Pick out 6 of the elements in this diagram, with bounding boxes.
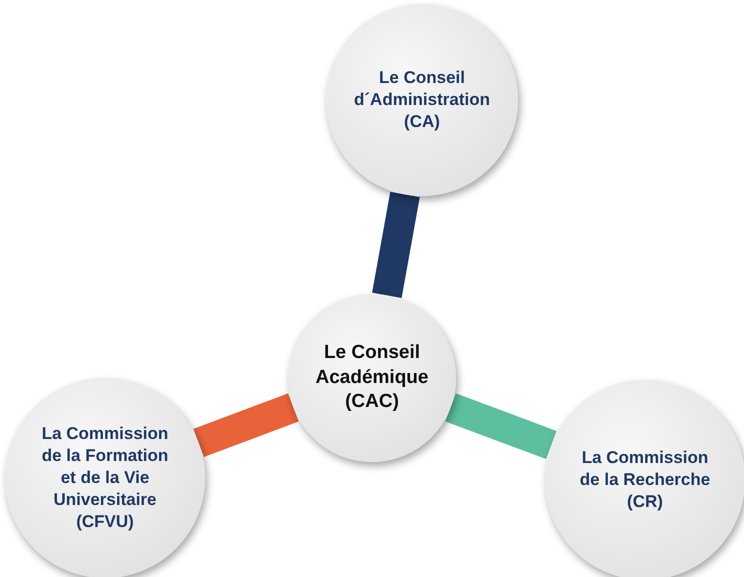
node-label: Le Conseil Académique (CAC) [314,340,430,414]
node-label: Le Conseil d´Administration (CA) [353,66,491,134]
node-label: La Commission de la Recherche (CR) [578,446,712,514]
connector-band [193,393,299,457]
node-label: La Commission de la Formation et de la Vie Universitaire (CFVU) [40,422,170,534]
connector-band [445,393,557,460]
